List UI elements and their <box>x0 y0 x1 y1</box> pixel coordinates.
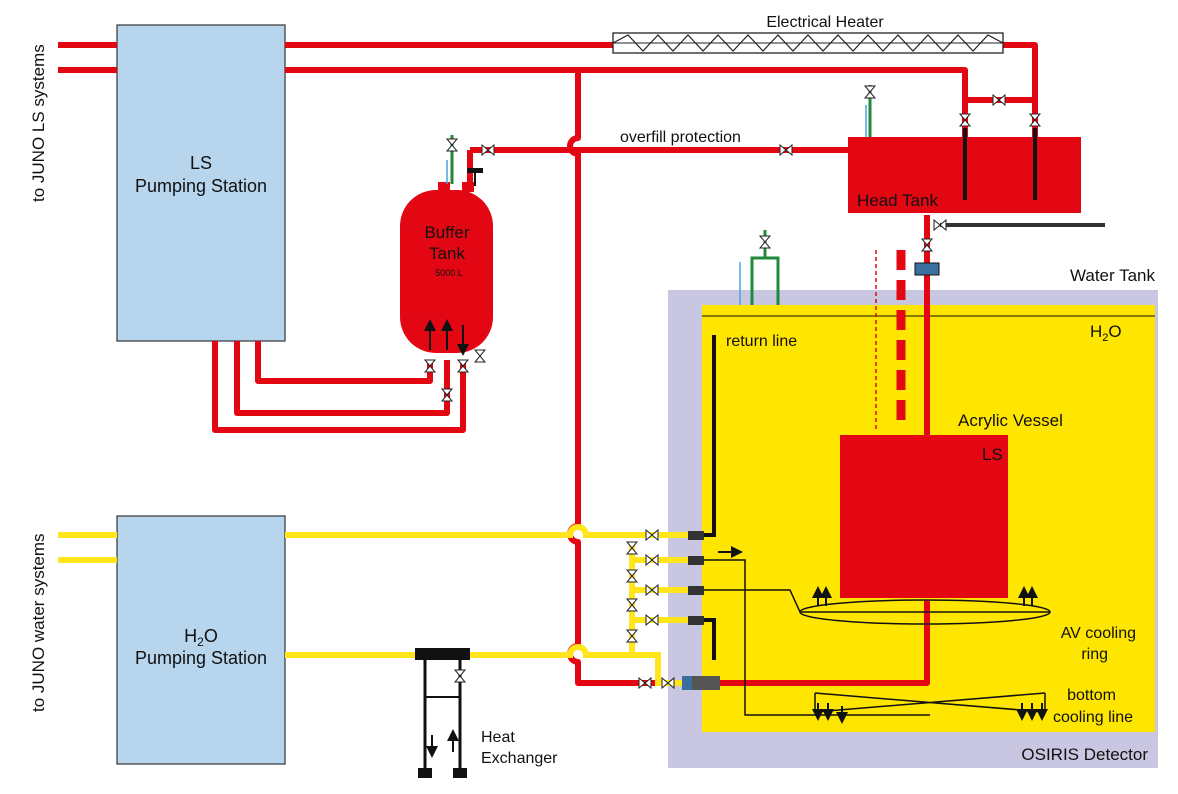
h2o-sub: 2 <box>1102 332 1108 344</box>
ls-station-subtitle: Pumping Station <box>135 176 267 196</box>
bottom-cooling-label-1: bottom <box>1067 687 1116 704</box>
h2o-o: O <box>1108 322 1121 341</box>
h2o-station-subtitle: Pumping Station <box>135 648 267 668</box>
buffer-tank-label-2: Tank <box>429 244 465 263</box>
av-cooling-label-1: AV cooling <box>1061 625 1136 642</box>
to-water-systems-label: to JUNO water systems <box>29 533 48 712</box>
heat-exchanger-label-2: Exchanger <box>481 750 558 767</box>
water-tank-label: Water Tank <box>1070 266 1156 285</box>
buffer-tank-label-1: Buffer <box>424 223 469 242</box>
acrylic-vessel <box>840 435 1008 598</box>
buffer-capacity-label: 5000 L <box>435 268 463 278</box>
osiris-detector-label: OSIRIS Detector <box>1021 745 1148 764</box>
inlet-connectors <box>682 531 720 690</box>
ls-pumping-station <box>116 24 286 342</box>
cooling-arrows <box>812 586 1048 724</box>
acrylic-vessel-label: Acrylic Vessel <box>958 411 1063 430</box>
h2o-station-o: O <box>204 626 218 646</box>
av-cooling-label-2: ring <box>1081 646 1108 663</box>
bottom-cooling-label-2: cooling line <box>1053 709 1133 726</box>
ls-station-title: LS <box>190 153 212 173</box>
heat-exchanger <box>415 648 470 778</box>
h2o-station-sub: 2 <box>197 635 204 649</box>
heat-exchanger-label-1: Heat <box>481 729 515 746</box>
overfill-protection-label: overfill protection <box>620 129 741 146</box>
return-line-label: return line <box>726 333 797 350</box>
h2o-h: H <box>1090 322 1102 341</box>
h2o-station-h: H <box>184 626 197 646</box>
h2o-label: H2O <box>1090 322 1122 344</box>
head-tank-label: Head Tank <box>857 191 938 210</box>
flow-meter <box>914 262 940 276</box>
electrical-heater-label: Electrical Heater <box>766 14 884 31</box>
ls-label: LS <box>982 445 1003 464</box>
electrical-heater <box>612 32 1004 54</box>
to-ls-systems-label: to JUNO LS systems <box>29 44 48 202</box>
h2o-station-title: H2O <box>184 626 218 649</box>
h2o-pumping-station <box>116 515 286 765</box>
internal-lines <box>704 335 1051 716</box>
